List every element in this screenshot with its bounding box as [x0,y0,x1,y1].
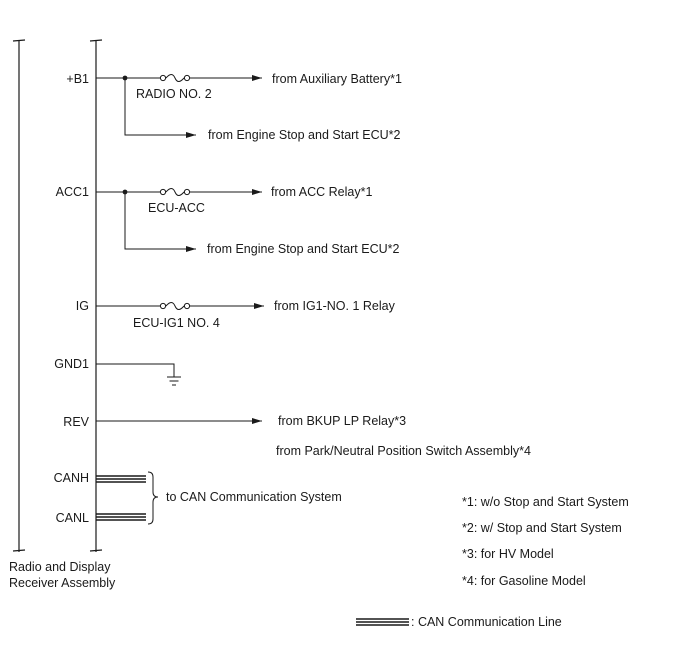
acc1-engine-ecu-wire [124,192,196,252]
canh-line [96,475,146,483]
fuse-ecu-ig1-label: ECU-IG1 NO. 4 [133,316,220,330]
b1-engine-ecu-wire [124,78,196,138]
can-brace [147,471,159,525]
terminal-ig-label: IG [76,299,89,313]
fuse-ecu-acc-label: ECU-ACC [148,201,205,215]
terminal-canl-label: CANL [56,511,89,525]
source-bkup-relay: from BKUP LP Relay*3 [278,414,406,428]
canl-line [96,513,146,521]
ground-icon [167,376,181,386]
ecu-ig1-fuse-icon [159,302,191,310]
note-3: *3: for HV Model [462,547,554,561]
source-acc-relay: from ACC Relay*1 [271,185,372,199]
source-park-neutral: from Park/Neutral Position Switch Assemb… [276,444,531,458]
source-ig1-relay: from IG1-NO. 1 Relay [274,299,396,313]
source-engine-ecu-1: from Engine Stop and Start ECU*2 [208,128,401,142]
fuse-radio-label: RADIO NO. 2 [136,87,212,101]
source-engine-ecu-2: from Engine Stop and Start ECU*2 [207,242,400,256]
terminal-rev-label: REV [63,415,89,429]
note-2: *2: w/ Stop and Start System [462,521,622,535]
terminal-gnd1-label: GND1 [54,357,89,371]
terminal-b1-label: +B1 [66,72,89,86]
legend-can-line-label: : CAN Communication Line [411,615,562,629]
radio-fuse-icon [159,74,191,82]
terminal-canh-label: CANH [54,471,89,485]
note-4: *4: for Gasoline Model [462,574,586,588]
component-name-line1: Radio and Display [9,560,111,574]
can-system-label: to CAN Communication System [166,490,342,504]
component-box [12,39,103,552]
note-1: *1: w/o Stop and Start System [462,495,629,509]
source-aux-battery: from Auxiliary Battery*1 [272,72,402,86]
ecu-acc-fuse-icon [159,188,191,196]
gnd1-wire [96,363,175,377]
legend-can-line-swatch [356,618,409,626]
component-name-line2: Receiver Assembly [9,576,116,590]
terminal-acc1-label: ACC1 [56,185,89,199]
